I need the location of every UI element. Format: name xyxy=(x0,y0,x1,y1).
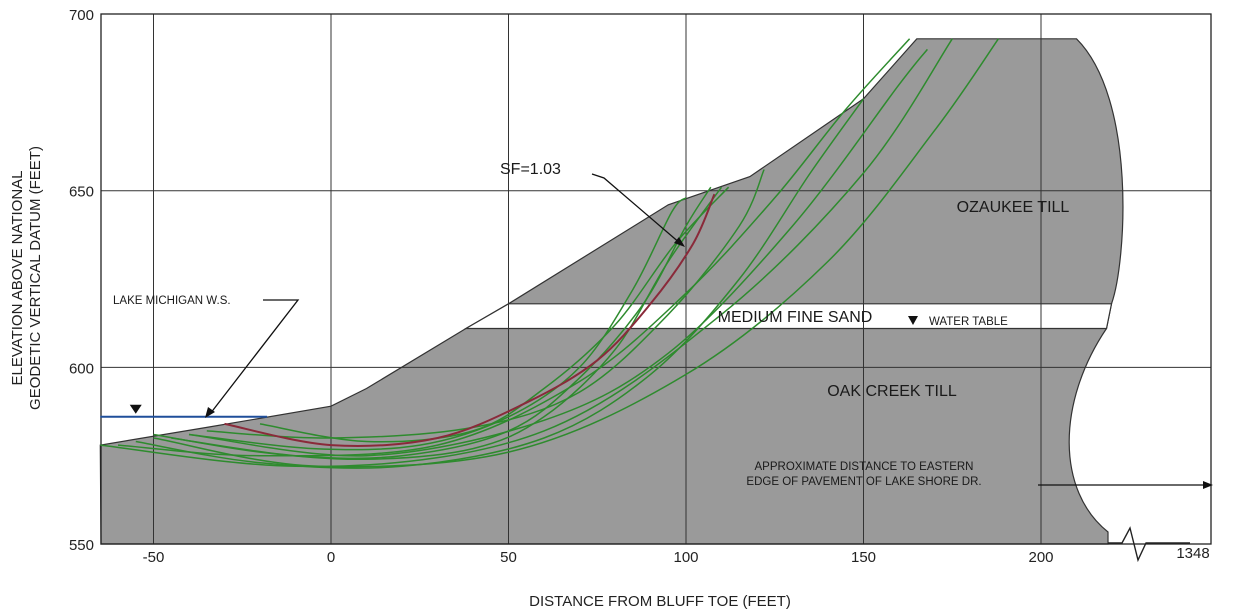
plot-frame xyxy=(100,13,1212,545)
trial-slip-surfaces xyxy=(100,38,1000,469)
x-tick-labels: -50 0 50 100 150 200 xyxy=(143,549,1054,566)
y-tick-labels: 550 600 650 700 xyxy=(69,7,94,554)
trial-slip-surface xyxy=(206,169,765,439)
x-tick-label: 0 xyxy=(327,549,335,566)
x-tick-label: 50 xyxy=(500,549,517,566)
lake-label-leader xyxy=(209,299,300,415)
x-tick-label: -50 xyxy=(143,549,165,566)
y-axis-title-line1: ELEVATION ABOVE NATIONAL xyxy=(9,170,26,385)
lake-label-arrowhead-icon xyxy=(205,407,215,418)
annotation-line1: APPROXIMATE DISTANCE TO EASTERN xyxy=(755,461,974,473)
x-break-label: 1348 xyxy=(1176,545,1209,562)
annotation-arrowhead-icon xyxy=(1203,481,1213,489)
lake-level-marker-icon xyxy=(129,404,142,414)
y-tick-label: 600 xyxy=(69,360,94,377)
x-tick-label: 200 xyxy=(1028,549,1053,566)
y-tick-label: 700 xyxy=(69,7,94,24)
critical-slip-surface xyxy=(224,193,716,447)
sf-label-arrowhead-icon xyxy=(674,237,685,247)
trial-slip-surface xyxy=(100,38,1000,468)
axis-break-symbol xyxy=(1108,526,1190,563)
sf-label-leader xyxy=(591,173,682,245)
water-table-label: WATER TABLE xyxy=(929,316,1008,328)
trial-slip-surface xyxy=(259,186,730,443)
x-axis-title: DISTANCE FROM BLUFF TOE (FEET) xyxy=(529,593,791,610)
lake-label: LAKE MICHIGAN W.S. xyxy=(113,295,231,307)
trial-slip-surface xyxy=(117,38,911,457)
water-table-marker-icon xyxy=(908,316,918,325)
trial-slip-surface xyxy=(188,48,928,457)
y-tick-label: 650 xyxy=(69,184,94,201)
soil-layers xyxy=(99,38,1124,545)
annotation-line2: EDGE OF PAVEMENT OF LAKE SHORE DR. xyxy=(746,476,981,488)
sand-layer-label: MEDIUM FINE SAND xyxy=(718,309,873,326)
y-axis-title-line2: GEODETIC VERTICAL DATUM (FEET) xyxy=(27,146,44,410)
trial-slip-surface xyxy=(188,197,687,451)
trial-slip-surface xyxy=(135,98,865,469)
critical-sf-label: SF=1.03 xyxy=(500,161,561,178)
x-tick-label: 100 xyxy=(673,549,698,566)
oak-creek-till-label: OAK CREEK TILL xyxy=(827,383,957,400)
x-tick-label: 150 xyxy=(851,549,876,566)
ozaukee-till-label: OZAUKEE TILL xyxy=(957,199,1070,216)
till-fill xyxy=(99,38,1124,545)
y-tick-label: 550 xyxy=(69,537,94,554)
trial-slip-surface xyxy=(153,38,953,468)
